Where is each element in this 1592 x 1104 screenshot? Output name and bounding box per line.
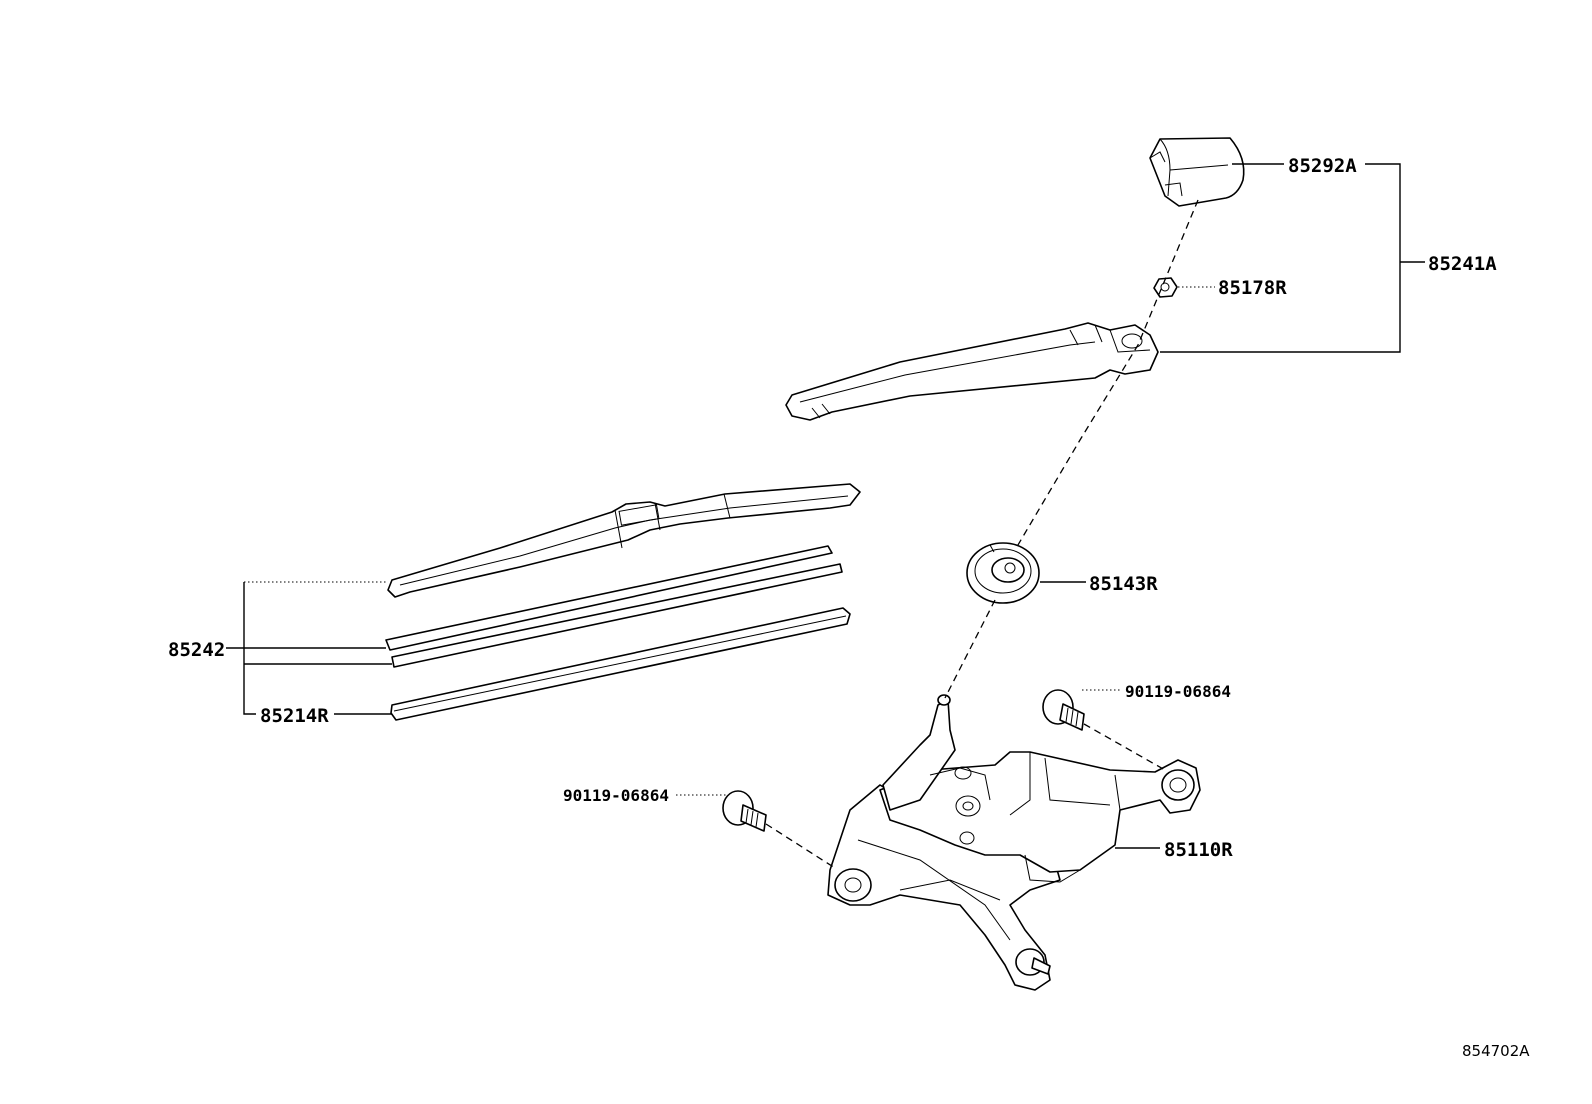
bolt-upper-part	[1042, 689, 1085, 731]
callout-bolt-lower: 90119-06864	[563, 786, 669, 805]
wiper-arm-part	[785, 322, 1159, 421]
blade-frame-part	[387, 483, 861, 598]
callout-labels: 85292A 85241A 85178R 85143R 85242 85214R…	[168, 155, 1530, 1060]
callout-85110R: 85110R	[1164, 839, 1233, 861]
callout-85178R: 85178R	[1218, 277, 1287, 299]
arm-cap-part	[1149, 137, 1245, 207]
blade-rubber-part	[390, 607, 851, 721]
assembly-axis-lines	[765, 199, 1199, 869]
grommet-part	[966, 542, 1040, 604]
bolt-lower-part	[722, 790, 767, 832]
callout-85292A: 85292A	[1288, 155, 1357, 177]
wiper-motor-part	[827, 694, 1201, 991]
callout-85242: 85242	[168, 639, 225, 661]
blade-strip-upper-part	[385, 545, 833, 651]
callout-bolt-upper: 90119-06864	[1125, 682, 1231, 701]
callout-85214R: 85214R	[260, 705, 329, 727]
callout-85143R: 85143R	[1089, 573, 1158, 595]
nut-part	[1153, 277, 1178, 298]
callout-85241A: 85241A	[1428, 253, 1497, 275]
leader-lines	[226, 163, 1425, 849]
figure-reference: 854702A	[1462, 1042, 1530, 1060]
blade-strip-lower-part	[391, 563, 843, 668]
